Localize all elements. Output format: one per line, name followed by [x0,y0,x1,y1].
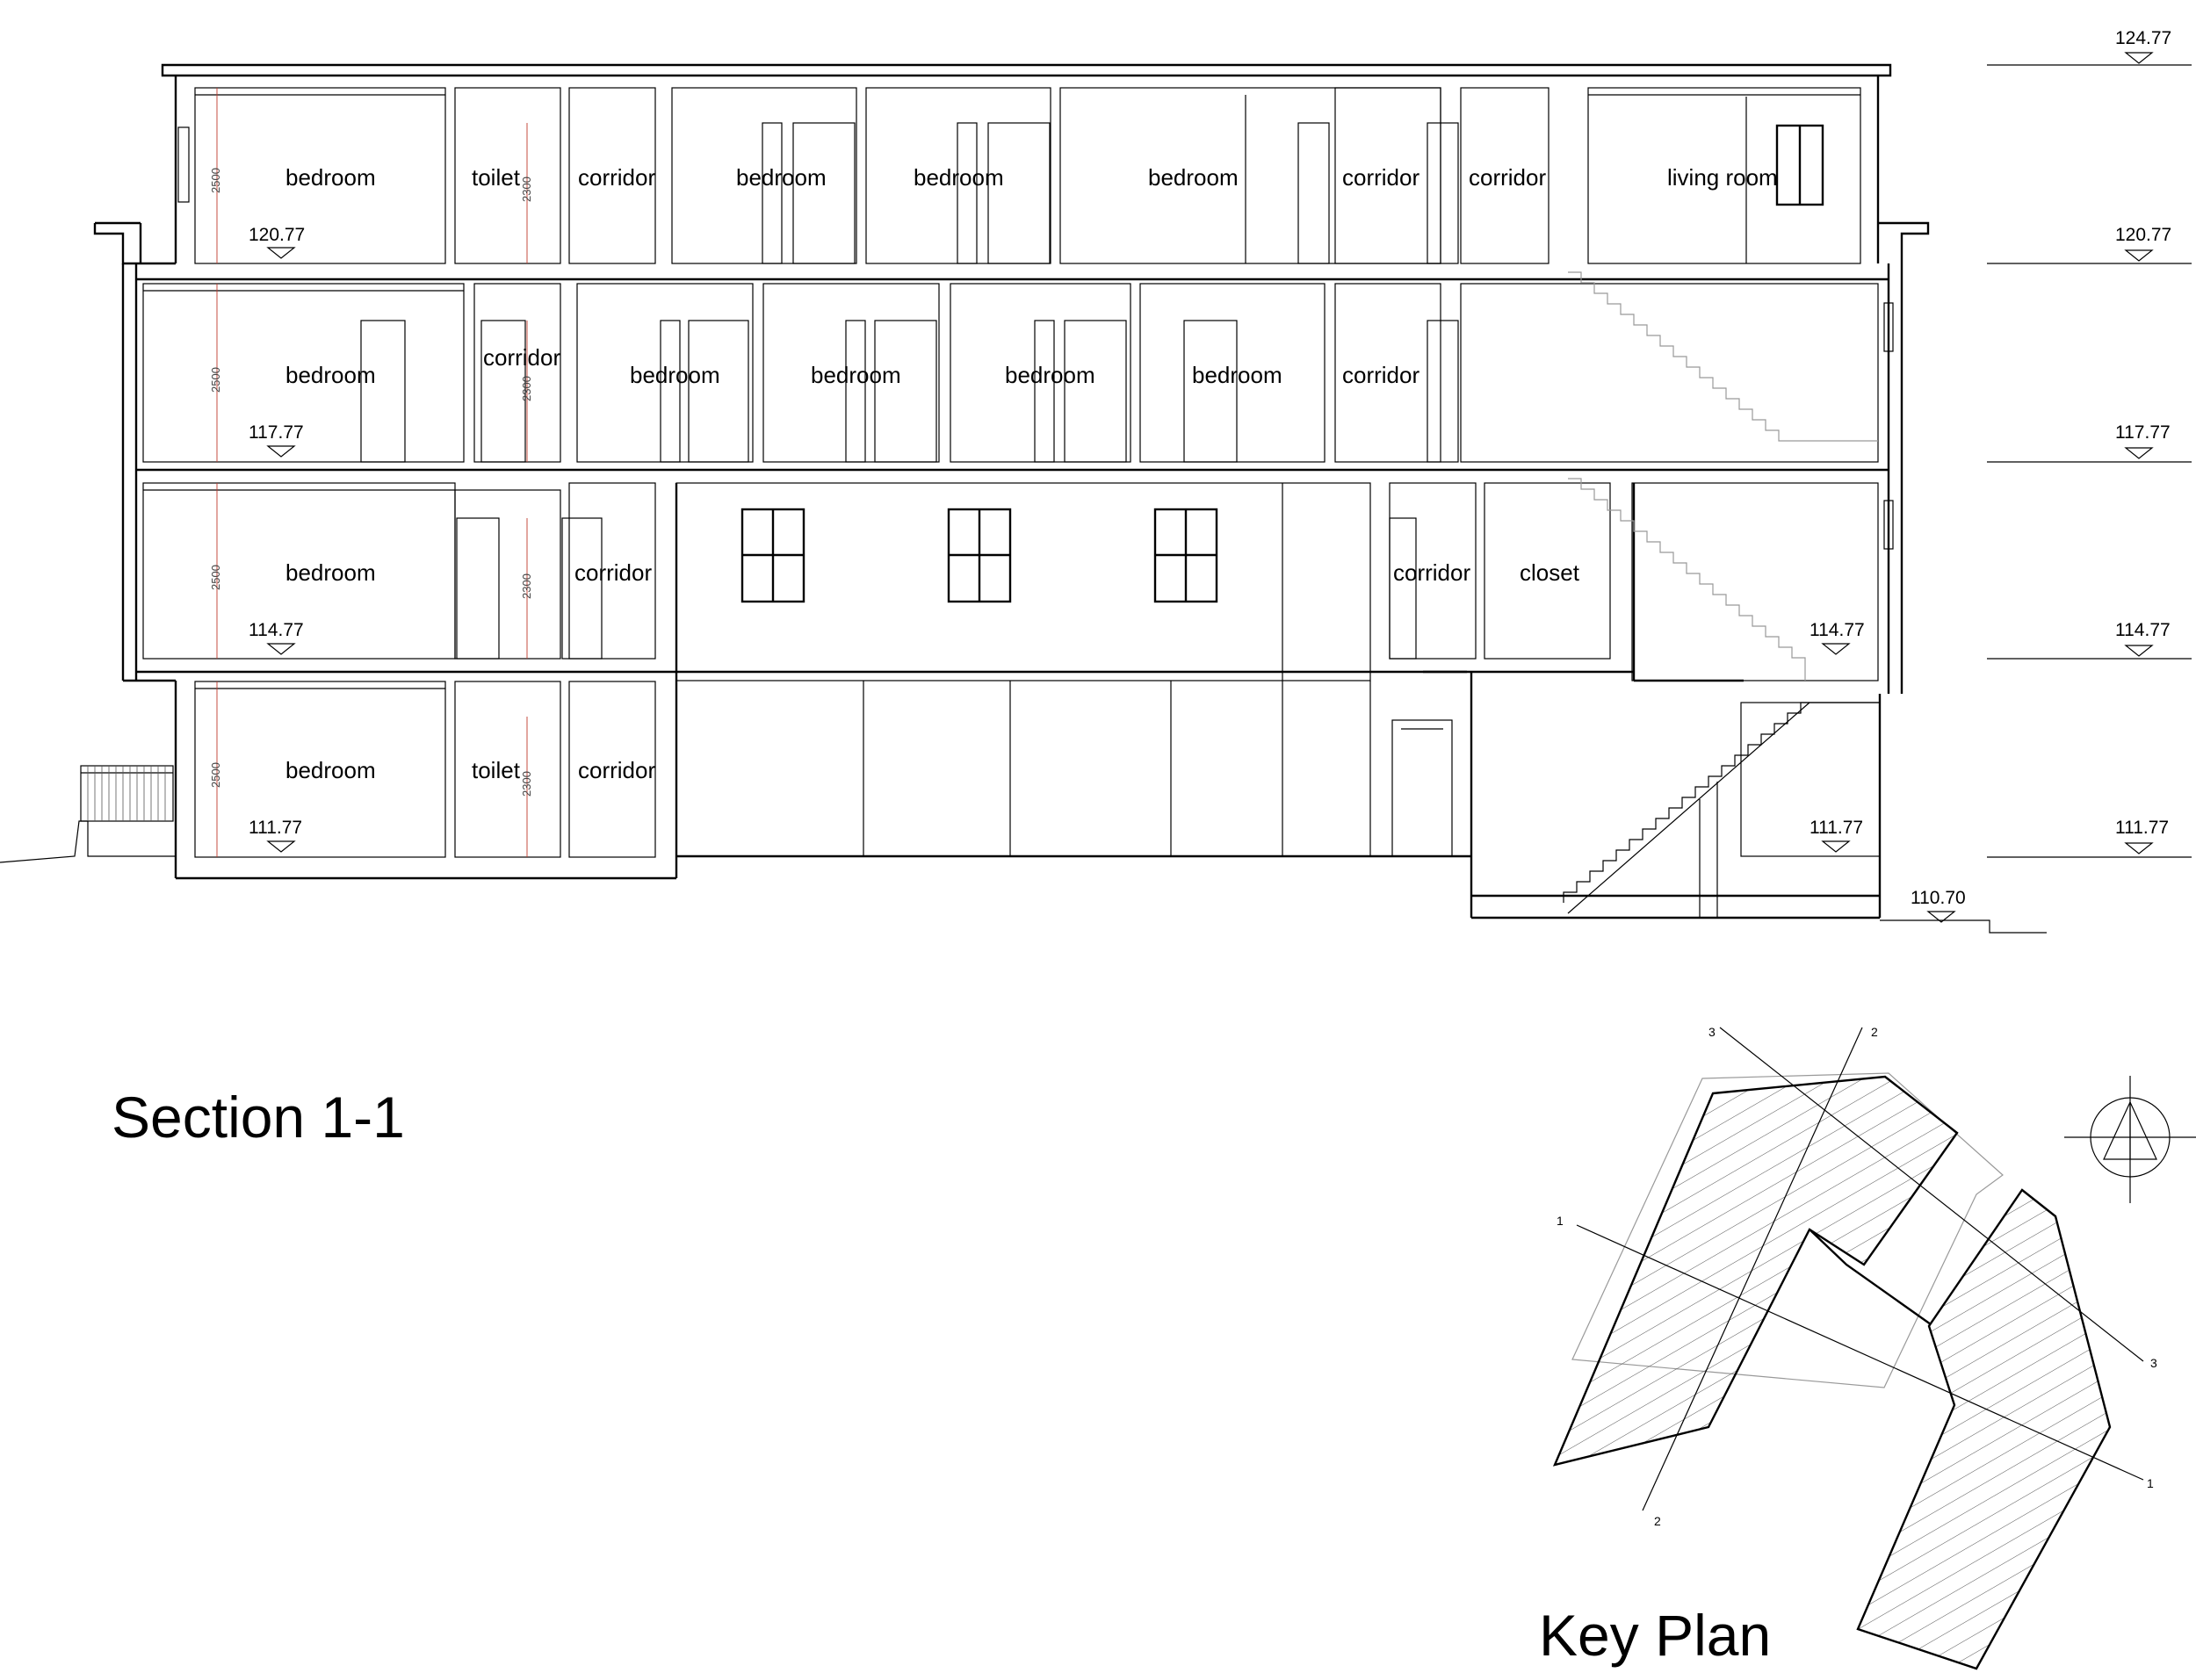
room-label: corridor [483,344,560,371]
section-mark-1a: 1 [1557,1214,1564,1228]
level-label: 114.77 [1810,620,1865,640]
section-title: Section 1-1 [112,1085,405,1150]
dim-door3: 2300 [520,376,533,401]
room-label: bedroom [1192,362,1282,388]
stairs [1563,271,1880,918]
section-mark-3a: 3 [1708,1025,1716,1039]
key-plan-section-3 [1719,1027,2144,1362]
section-mark-2b: 2 [1654,1514,1661,1528]
dim-door4: 2300 [520,177,533,202]
dim-floor1: 2500 [209,762,222,788]
level-label: 120.77 [2115,225,2171,245]
level-label: 111.77 [249,818,302,838]
level-label: 114.77 [249,620,304,640]
room-label: corridor [574,559,652,586]
dim-floor4: 2500 [209,168,222,193]
room-label: bedroom [285,362,376,388]
room-label: bedroom [630,362,720,388]
section-mark-1b: 1 [2147,1476,2154,1490]
level-markers-interior: 120.77 117.77 114.77 111.77 114.77 111.7… [249,225,1966,923]
level-label: 117.77 [2115,422,2171,443]
room-label: corridor [578,757,655,783]
doors [360,122,1459,660]
key-plan-wing-a [1552,1075,1959,1467]
window-3 [1153,508,1218,603]
room-label: toilet [472,757,521,783]
room-boxes [142,87,1894,858]
level-markers-exterior: 124.77 120.77 117.77 114.77 111.77 [1987,28,2192,858]
room-label: bedroom [285,757,376,783]
key-plan-section-2 [1642,1027,1863,1511]
room-label: bedroom [285,164,376,191]
dim-floor3: 2500 [209,367,222,393]
room-labels-floor2: bedroom corridor corridor closet [285,559,1580,586]
level-label: 111.77 [1810,818,1863,838]
room-label: corridor [1342,164,1419,191]
room-label: bedroom [736,164,827,191]
level-label: 124.77 [2115,28,2171,48]
key-plan-section-1 [1576,1224,2144,1481]
key-plan-title: Key Plan [1539,1603,1771,1668]
section-mark-2a: 2 [1871,1025,1878,1039]
room-label: toilet [472,164,521,191]
level-label: 114.77 [2115,620,2171,640]
section-mark-3b: 3 [2150,1356,2157,1370]
level-label: 110.70 [1911,888,1966,908]
room-label: bedroom [1005,362,1095,388]
room-label: living room [1667,164,1778,191]
room-labels-floor4: bedroom toilet corridor bedroom bedroom … [285,164,1778,191]
room-label: bedroom [811,362,901,388]
window-1 [740,508,805,603]
room-label: corridor [1393,559,1470,586]
room-label: closet [1520,559,1580,586]
window-4 [1775,124,1824,206]
dimension-lines [216,88,528,857]
room-label: corridor [1342,362,1419,388]
key-plan: 1 1 2 2 3 3 [1552,1025,2196,1670]
dim-door1: 2300 [520,771,533,797]
north-arrow-icon [2064,1076,2196,1203]
room-label: bedroom [1148,164,1239,191]
room-label: bedroom [285,559,376,586]
room-label: bedroom [914,164,1004,191]
dim-door2: 2300 [520,573,533,599]
level-label: 111.77 [2115,818,2169,838]
window-2 [947,508,1012,603]
balcony-railing [80,765,174,822]
dim-floor2: 2500 [209,565,222,590]
room-label: corridor [1469,164,1546,191]
level-label: 120.77 [249,225,305,245]
level-label: 117.77 [249,422,304,443]
room-labels-floor1: bedroom toilet corridor [285,757,655,783]
room-labels-floor3: bedroom corridor bedroom bedroom bedroom… [285,344,1419,388]
building-outline [0,63,2047,934]
room-label: corridor [578,164,655,191]
key-plan-wing-b [1856,1188,2112,1670]
